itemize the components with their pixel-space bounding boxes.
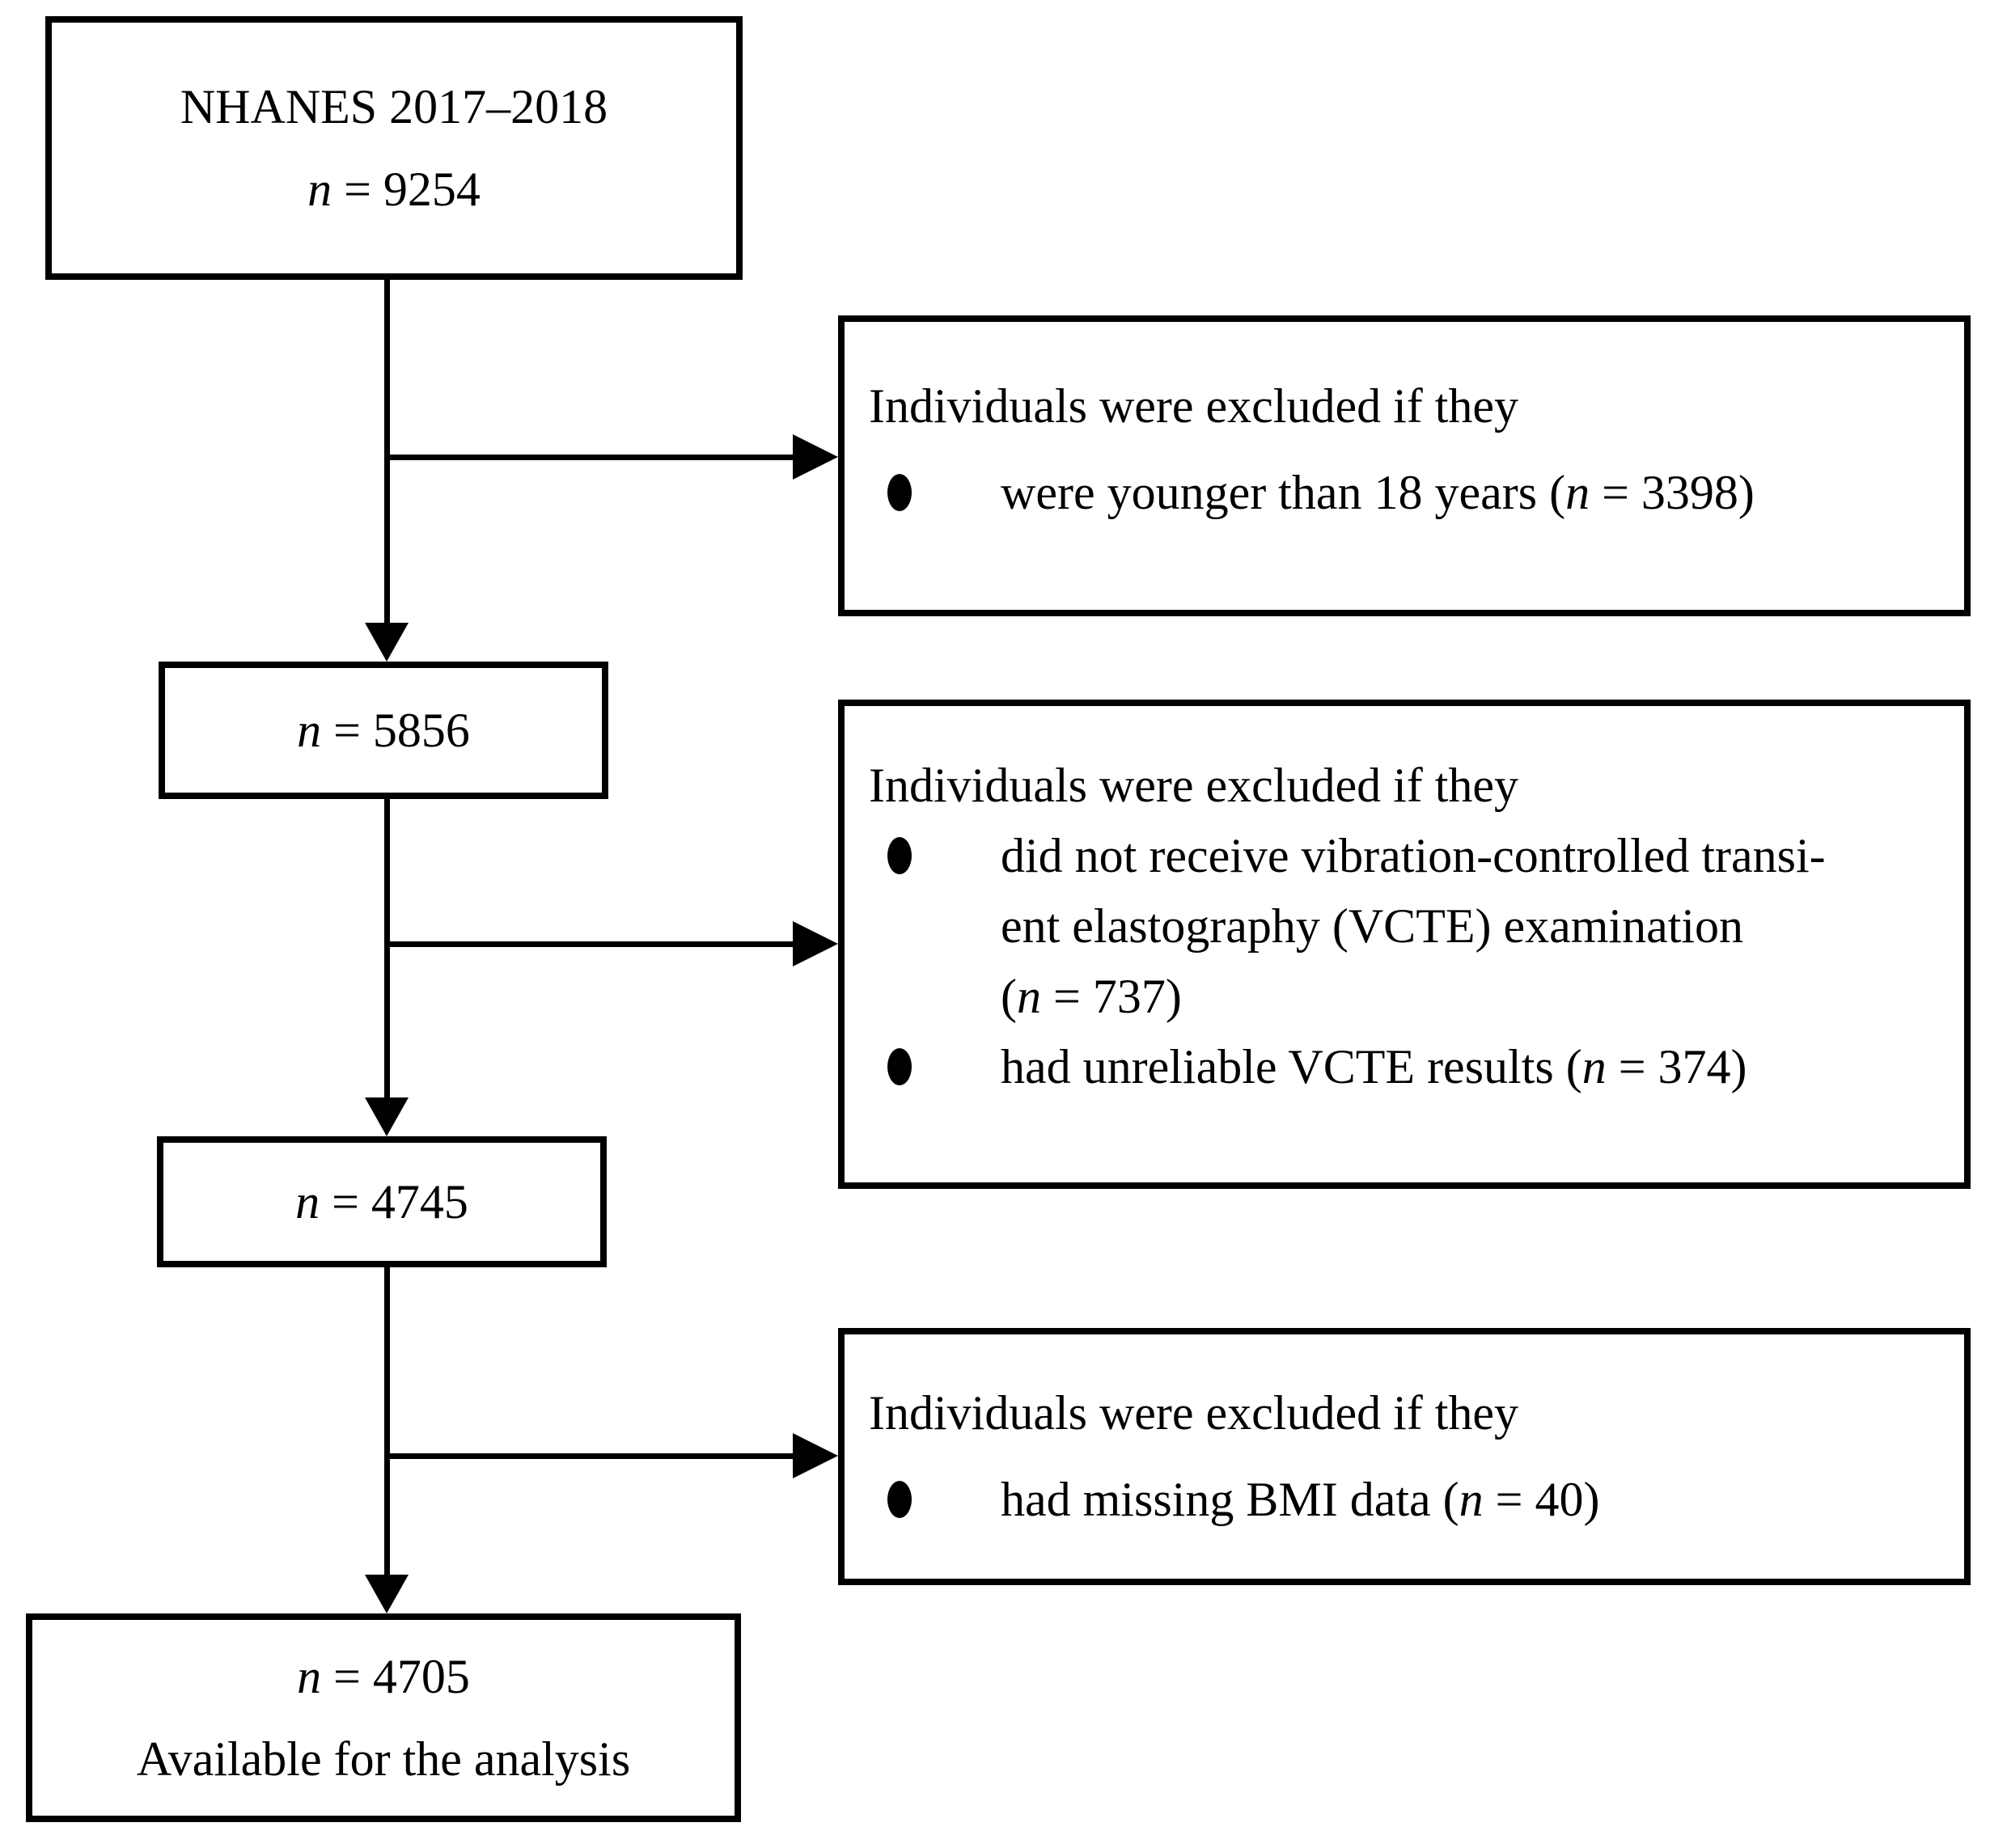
exclusion-1-header: Individuals were excluded if they: [869, 379, 1519, 433]
arrow-down-icon-2: [365, 1097, 409, 1136]
branch-line-1: [387, 455, 796, 460]
bullet-icon: [887, 474, 912, 511]
n-value: = 4705: [321, 1650, 470, 1703]
bullet-text-pre: had missing BMI data (: [1001, 1473, 1459, 1526]
n-symbol: n: [1016, 969, 1041, 1023]
bullet-text-pre: (: [1001, 969, 1017, 1023]
n-value: = 4745: [320, 1175, 468, 1228]
bullet-text-post: = 3398): [1590, 466, 1755, 519]
arrow-down-icon-3: [365, 1575, 409, 1613]
connector-line-1: [384, 275, 390, 623]
n-symbol: n: [1565, 466, 1590, 519]
branch-line-2: [387, 941, 796, 947]
n-symbol: n: [295, 1175, 320, 1228]
n-value: = 5856: [321, 704, 470, 757]
arrow-right-icon-2: [793, 921, 838, 966]
bullet-line-3: (n = 737): [1001, 962, 1826, 1032]
n-symbol: n: [297, 1650, 322, 1703]
box2-n: n = 5856: [297, 689, 470, 772]
exclusion-2-bullet-1-text: did not receive vibration-controlled tra…: [1001, 821, 1826, 1032]
cohort-n: n = 9254: [307, 148, 481, 230]
bullet-text-pre: were younger than 18 years (: [1001, 466, 1566, 519]
final-n: n = 4705: [297, 1635, 470, 1718]
final-caption: Available for the analysis: [136, 1732, 631, 1786]
n-symbol: n: [1459, 1473, 1484, 1526]
n-symbol: n: [1581, 1039, 1607, 1093]
exclusion-3-bullet-row: had missing BMI data (n = 40): [887, 1465, 1948, 1535]
connector-line-3: [384, 1264, 390, 1575]
exclusion-3-header: Individuals were excluded if they: [869, 1386, 1519, 1440]
arrow-right-icon-1: [793, 434, 838, 480]
exclusion-2-bullet-row-2: had unreliable VCTE results (n = 374): [887, 1032, 1948, 1102]
bullet-text-post: = 374): [1606, 1039, 1747, 1093]
bullet-icon: [887, 836, 912, 874]
bullet-text-post: = 737): [1040, 969, 1182, 1023]
exclusion-box-1: Individuals were excluded if they were y…: [838, 315, 1971, 616]
n-symbol: n: [297, 704, 322, 757]
flow-box-n5856: n = 5856: [159, 662, 608, 799]
flow-box-n4745: n = 4745: [157, 1136, 607, 1267]
exclusion-3-bullet-text: had missing BMI data (n = 40): [1001, 1465, 1599, 1535]
bullet-line-1: did not receive vibration-controlled tra…: [1001, 828, 1826, 882]
bullet-text-pre: had unreliable VCTE results (: [1001, 1039, 1582, 1093]
exclusion-2-bullet-row-1: did not receive vibration-controlled tra…: [887, 821, 1948, 1032]
cohort-title-text: NHANES 2017–2018: [180, 80, 608, 133]
box3-n: n = 4745: [295, 1161, 468, 1243]
flow-box-nhanes-cohort: NHANES 2017–2018 n = 9254: [45, 16, 743, 280]
exclusion-box-3: Individuals were excluded if they had mi…: [838, 1328, 1971, 1585]
flow-box-final-analysis: n = 4705 Available for the analysis: [26, 1613, 741, 1822]
arrow-right-icon-3: [793, 1433, 838, 1478]
cohort-title: NHANES 2017–2018: [180, 66, 608, 148]
bullet-icon: [887, 1481, 912, 1518]
bullet-line-2: ent elastography (VCTE) examination: [1001, 899, 1744, 953]
exclusion-2-header: Individuals were excluded if they: [869, 758, 1519, 812]
exclusion-1-bullet-text: were younger than 18 years (n = 3398): [1001, 458, 1755, 528]
bullet-text-post: = 40): [1483, 1473, 1600, 1526]
exclusion-2-bullet-2-text: had unreliable VCTE results (n = 374): [1001, 1032, 1747, 1102]
n-symbol: n: [307, 163, 332, 216]
exclusion-box-2: Individuals were excluded if they did no…: [838, 700, 1971, 1189]
n-value: = 9254: [332, 163, 481, 216]
exclusion-1-bullet-row: were younger than 18 years (n = 3398): [887, 458, 1948, 528]
bullet-icon: [887, 1047, 912, 1085]
arrow-down-icon-1: [365, 623, 409, 662]
branch-line-3: [387, 1453, 796, 1459]
